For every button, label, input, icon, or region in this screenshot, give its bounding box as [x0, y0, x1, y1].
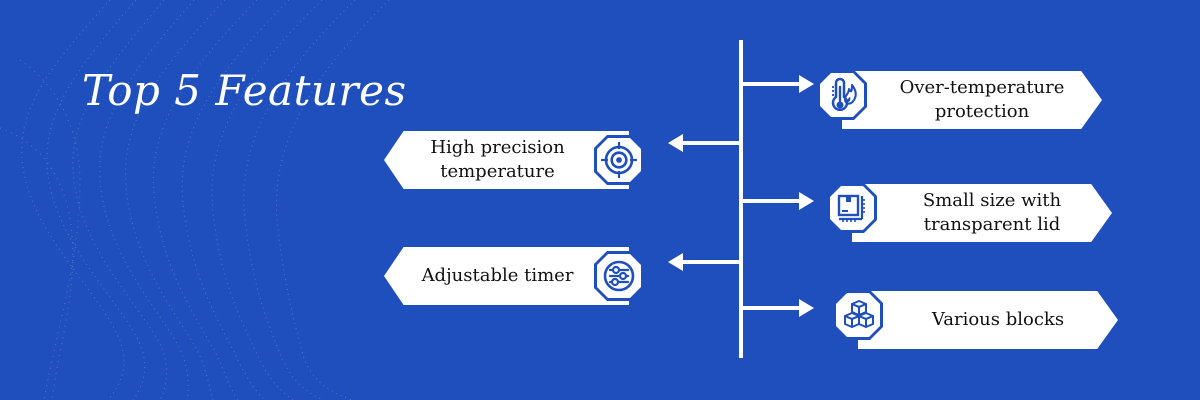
- feature-adjustable-timer: Adjustable timer: [384, 247, 644, 305]
- sliders-icon: [591, 248, 647, 304]
- thermometer-fire-icon: [814, 67, 870, 123]
- arrowhead-small-size: [799, 192, 814, 210]
- package-size-icon: [824, 180, 880, 236]
- background-wave-pattern: [0, 0, 390, 400]
- arrowhead-various-blocks: [799, 299, 814, 317]
- feature-label-various-blocks: Various blocks: [858, 291, 1118, 349]
- target-icon: [591, 132, 647, 188]
- page-title: Top 5 Features: [82, 66, 407, 115]
- blocks-icon: [830, 287, 886, 343]
- feature-label-high-precision-temperature: High precision temperature: [384, 131, 629, 189]
- arrowhead-high-precision: [668, 134, 683, 152]
- feature-label-over-temperature-protection: Over-temperature protection: [842, 71, 1102, 129]
- arrowhead-over-temperature: [799, 75, 814, 93]
- feature-over-temperature-protection: Over-temperature protection: [817, 70, 1102, 129]
- feature-label-small-size-transparent-lid: Small size with transparent lid: [852, 184, 1112, 242]
- feature-small-size-transparent-lid: Small size with transparent lid: [827, 183, 1112, 242]
- feature-high-precision-temperature: High precision temperature: [384, 131, 644, 189]
- feature-label-adjustable-timer: Adjustable timer: [384, 247, 629, 305]
- arrowhead-adjustable-timer: [668, 253, 683, 271]
- feature-various-blocks: Various blocks: [833, 290, 1118, 349]
